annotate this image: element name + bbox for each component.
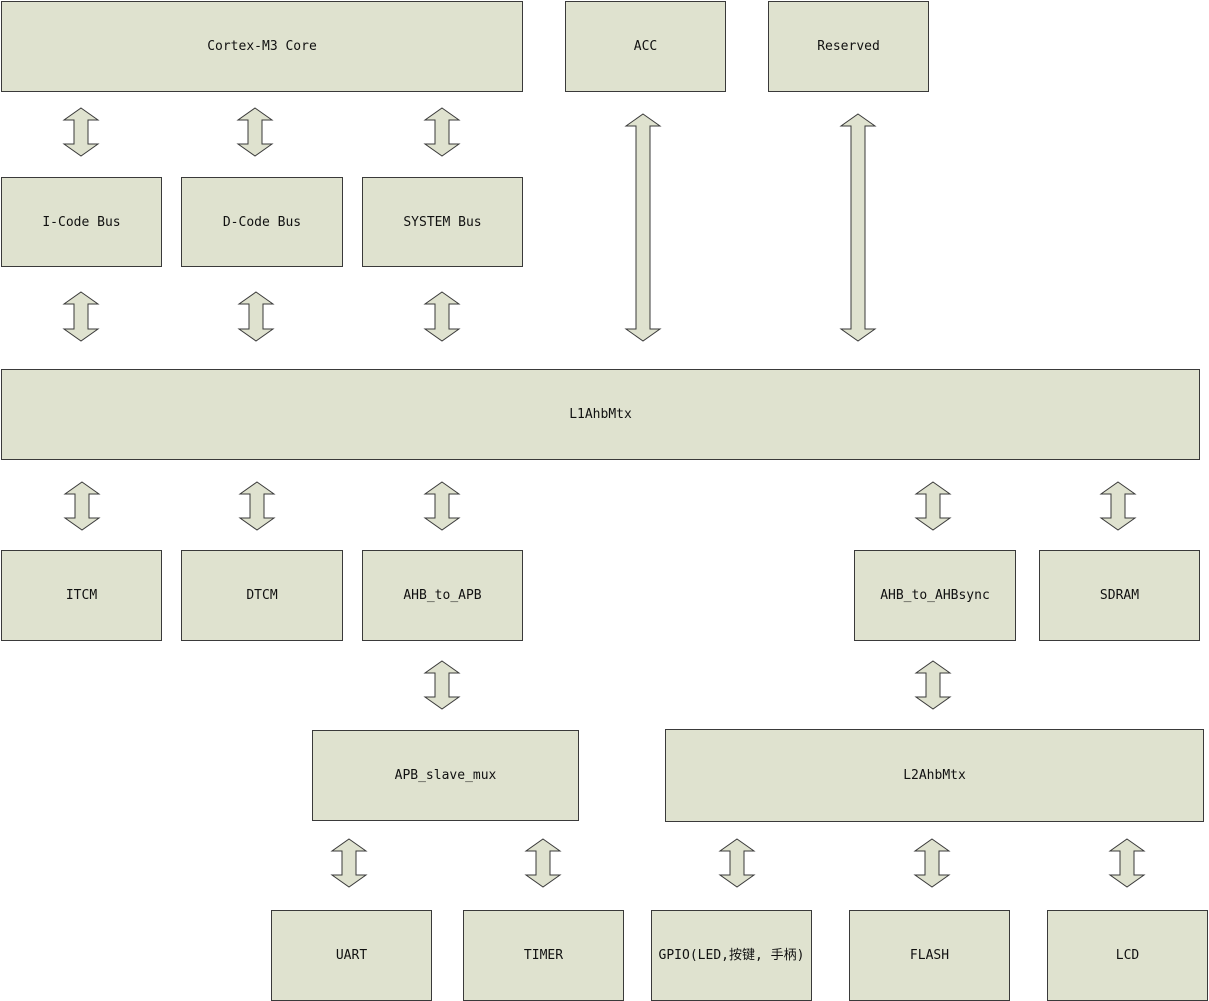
l1-ahb2ahbsync-arrow <box>914 481 952 531</box>
lcd-label: LCD <box>1115 948 1140 963</box>
uart-block: UART <box>271 910 432 1001</box>
gpio-block: GPIO(LED,按键, 手柄) <box>651 910 812 1001</box>
l1ahbmtx-label: L1AhbMtx <box>569 407 632 422</box>
gpio-label: GPIO(LED,按键, 手柄) <box>658 948 805 963</box>
system-bus-block: SYSTEM Bus <box>362 177 523 267</box>
flash-label: FLASH <box>909 948 950 963</box>
system-bus-label: SYSTEM Bus <box>403 214 482 230</box>
timer-block: TIMER <box>463 910 624 1001</box>
dtcm-label: DTCM <box>246 588 278 603</box>
l2-lcd-arrow <box>1108 838 1146 888</box>
ahbsync-l2-arrow <box>914 660 952 710</box>
core-icode-arrow <box>62 107 100 157</box>
apb-slave-mux-block: APB_slave_mux <box>312 730 579 821</box>
dcode-bus-block: D-Code Bus <box>181 177 343 267</box>
sdram-label: SDRAM <box>1099 588 1140 603</box>
ahb-to-ahbsync-block: AHB_to_AHBsync <box>854 550 1016 641</box>
icode-bus-label: I-Code Bus <box>42 214 121 230</box>
timer-label: TIMER <box>523 948 564 963</box>
itcm-label: ITCM <box>65 588 98 603</box>
ahb-to-apb-block: AHB_to_APB <box>362 550 523 641</box>
l2ahbmtx-label: L2AhbMtx <box>903 768 966 783</box>
core-system-arrow <box>423 107 461 157</box>
acc-l1-arrow <box>624 113 662 342</box>
core-dcode-arrow <box>236 107 274 157</box>
icode-l1-arrow <box>62 291 100 342</box>
l2ahbmtx-block: L2AhbMtx <box>665 729 1204 822</box>
l1-ahb2apb-arrow <box>423 481 461 531</box>
reserved-block: Reserved <box>768 1 929 92</box>
dcode-bus-label: D-Code Bus <box>222 214 302 230</box>
acc-label: ACC <box>633 39 658 54</box>
reserved-label: Reserved <box>817 39 880 54</box>
apb-slave-mux-label: APB_slave_mux <box>394 768 497 783</box>
sdram-block: SDRAM <box>1039 550 1200 641</box>
l1ahbmtx-block: L1AhbMtx <box>1 369 1200 460</box>
l1-dtcm-arrow <box>238 481 276 531</box>
dcode-l1-arrow <box>237 291 275 342</box>
acc-block: ACC <box>565 1 726 92</box>
reserved-l1-arrow <box>839 113 877 342</box>
lcd-block: LCD <box>1047 910 1208 1001</box>
apbmux-uart-arrow <box>330 838 368 888</box>
l1-sdram-arrow <box>1099 481 1137 531</box>
ahb-to-apb-label: AHB_to_APB <box>403 588 482 603</box>
l2-flash-arrow <box>913 838 951 888</box>
icode-bus-block: I-Code Bus <box>1 177 162 267</box>
cortex-m3-core-label: Cortex-M3 Core <box>207 39 317 54</box>
itcm-block: ITCM <box>1 550 162 641</box>
flash-block: FLASH <box>849 910 1010 1001</box>
l2-gpio-arrow <box>718 838 756 888</box>
l1-itcm-arrow <box>63 481 101 531</box>
dtcm-block: DTCM <box>181 550 343 641</box>
system-l1-arrow <box>423 291 461 342</box>
apbmux-timer-arrow <box>524 838 562 888</box>
uart-label: UART <box>335 948 368 963</box>
ahb2apb-apbmux-arrow <box>423 660 461 710</box>
cortex-m3-core-block: Cortex-M3 Core <box>1 1 523 92</box>
ahb-to-ahbsync-label: AHB_to_AHBsync <box>880 588 990 603</box>
